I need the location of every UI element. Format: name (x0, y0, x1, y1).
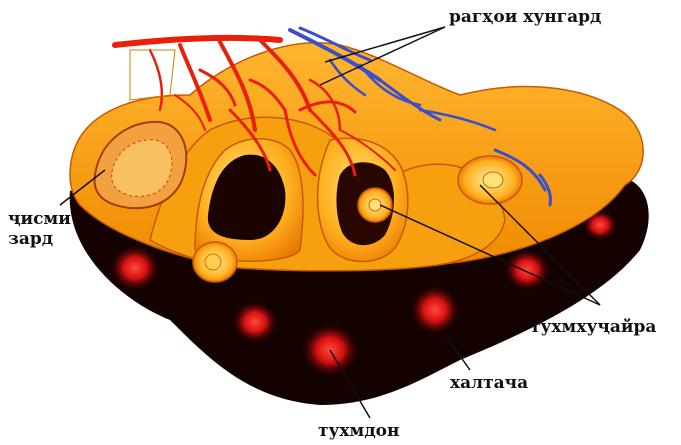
label-corpus-luteum-line2: зард (8, 230, 53, 249)
follicle-right-core (483, 172, 503, 188)
dark-spot (109, 244, 161, 292)
label-blood-vessels: рагҳои хунгард (449, 8, 601, 27)
dark-spot (503, 248, 551, 292)
follicle-egg-small-core (205, 254, 221, 270)
vessel-branch (115, 38, 280, 45)
leader-line (325, 27, 445, 62)
label-corpus-luteum-line1: ҷисми (8, 210, 71, 229)
follicle-egg-large-core (369, 199, 381, 211)
label-sac: халтача (450, 374, 528, 393)
dark-spot (231, 300, 279, 344)
dark-spot (409, 284, 461, 336)
label-follicle: тухмхуҷайра (530, 318, 656, 337)
label-ovary: тухмдон (318, 422, 399, 441)
